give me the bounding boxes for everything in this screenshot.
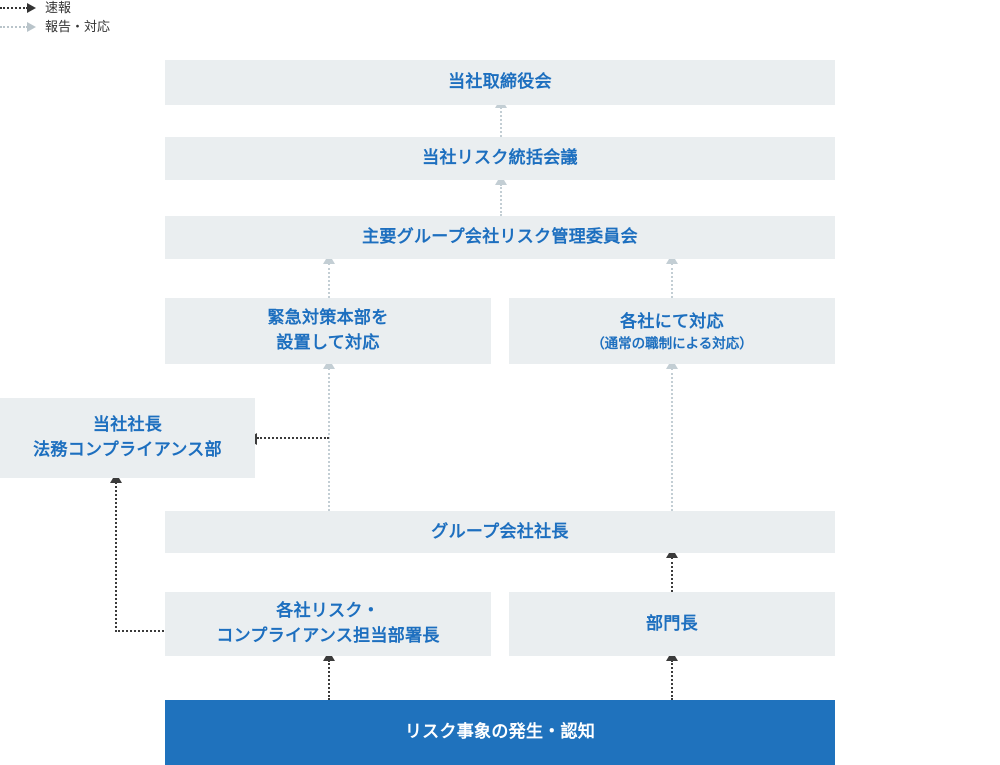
- flow-arrow-group-ceo-to-each-company: [666, 359, 678, 511]
- legend-item-sokuho: 速報: [0, 0, 71, 16]
- flow-segment-risk-dept-left: [115, 630, 167, 632]
- node-label-line2: 法務コンプライアンス部: [33, 440, 222, 459]
- node-emergency-headquarters[interactable]: 緊急対策本部を 設置して対応: [165, 298, 491, 364]
- node-risk-compliance-department-head[interactable]: 各社リスク・ コンプライアンス担当部署長: [165, 592, 491, 656]
- arrow-head-up-icon: [495, 175, 507, 185]
- node-label-line1: 緊急対策本部を: [267, 308, 389, 328]
- arrow-head-up-icon: [110, 473, 122, 483]
- legend-item-houkoku: 報告・対応: [0, 19, 110, 35]
- node-risk-meeting[interactable]: 当社リスク統括会議: [165, 137, 835, 180]
- arrow-head-up-icon: [666, 651, 678, 661]
- flow-arrow-risk-event-to-division-head: [666, 651, 678, 700]
- node-committee[interactable]: 主要グループ会社リスク管理委員会: [165, 216, 835, 259]
- node-risk-event-occurrence[interactable]: リスク事象の発生・認知: [165, 700, 835, 765]
- node-label-line1: 当社社長: [92, 415, 163, 435]
- arrow-head-up-icon: [666, 359, 678, 369]
- node-label-line2: 設置して対応: [276, 333, 380, 352]
- node-label: 主要グループ会社リスク管理委員会: [362, 227, 638, 247]
- node-label-line1: 各社リスク・: [276, 601, 380, 621]
- node-label: リスク事象の発生・認知: [404, 722, 596, 742]
- arrow-head-up-icon: [666, 254, 678, 264]
- dotted-arrow-gray-icon: [0, 22, 36, 32]
- arrow-head-up-icon: [323, 359, 335, 369]
- flow-arrow-risk-meeting-to-board: [495, 98, 507, 137]
- flow-arrow-each-company-to-committee: [666, 254, 678, 298]
- arrow-head-up-icon: [323, 254, 335, 264]
- flow-arrow-emergency-to-committee: [323, 254, 335, 298]
- flow-arrow-committee-to-risk-meeting: [495, 175, 507, 216]
- legend-item-label: 速報: [45, 0, 72, 15]
- node-label-line2: （通常の職制による対応）: [591, 335, 753, 351]
- arrow-head-up-icon: [323, 651, 335, 661]
- node-group-company-president[interactable]: グループ会社社長: [165, 511, 835, 553]
- node-board[interactable]: 当社取締役会: [165, 60, 835, 105]
- node-label: 部門長: [646, 613, 698, 633]
- dotted-arrow-icon: [0, 3, 36, 13]
- node-label: 当社取締役会: [448, 72, 552, 92]
- arrow-head-up-icon: [666, 548, 678, 558]
- node-label: グループ会社社長: [431, 521, 569, 541]
- legend-item-label: 報告・対応: [45, 19, 111, 34]
- node-label-line2: コンプライアンス担当部署長: [216, 626, 440, 645]
- node-president-legal-compliance[interactable]: 当社社長 法務コンプライアンス部: [0, 398, 255, 478]
- node-division-head[interactable]: 部門長: [509, 592, 835, 656]
- node-label-line1: 各社にて対応: [620, 311, 724, 331]
- node-label: 当社リスク統括会議: [422, 148, 578, 168]
- flow-arrow-risk-dept-to-president: [110, 473, 122, 632]
- flow-arrow-group-ceo-to-emergency: [323, 359, 335, 511]
- flow-arrow-risk-event-to-risk-dept: [323, 651, 335, 700]
- flow-arrow-division-head-to-group-ceo: [666, 548, 678, 592]
- node-each-company-response[interactable]: 各社にて対応 （通常の職制による対応）: [509, 298, 835, 364]
- flow-arrow-branch-to-president: [247, 433, 329, 445]
